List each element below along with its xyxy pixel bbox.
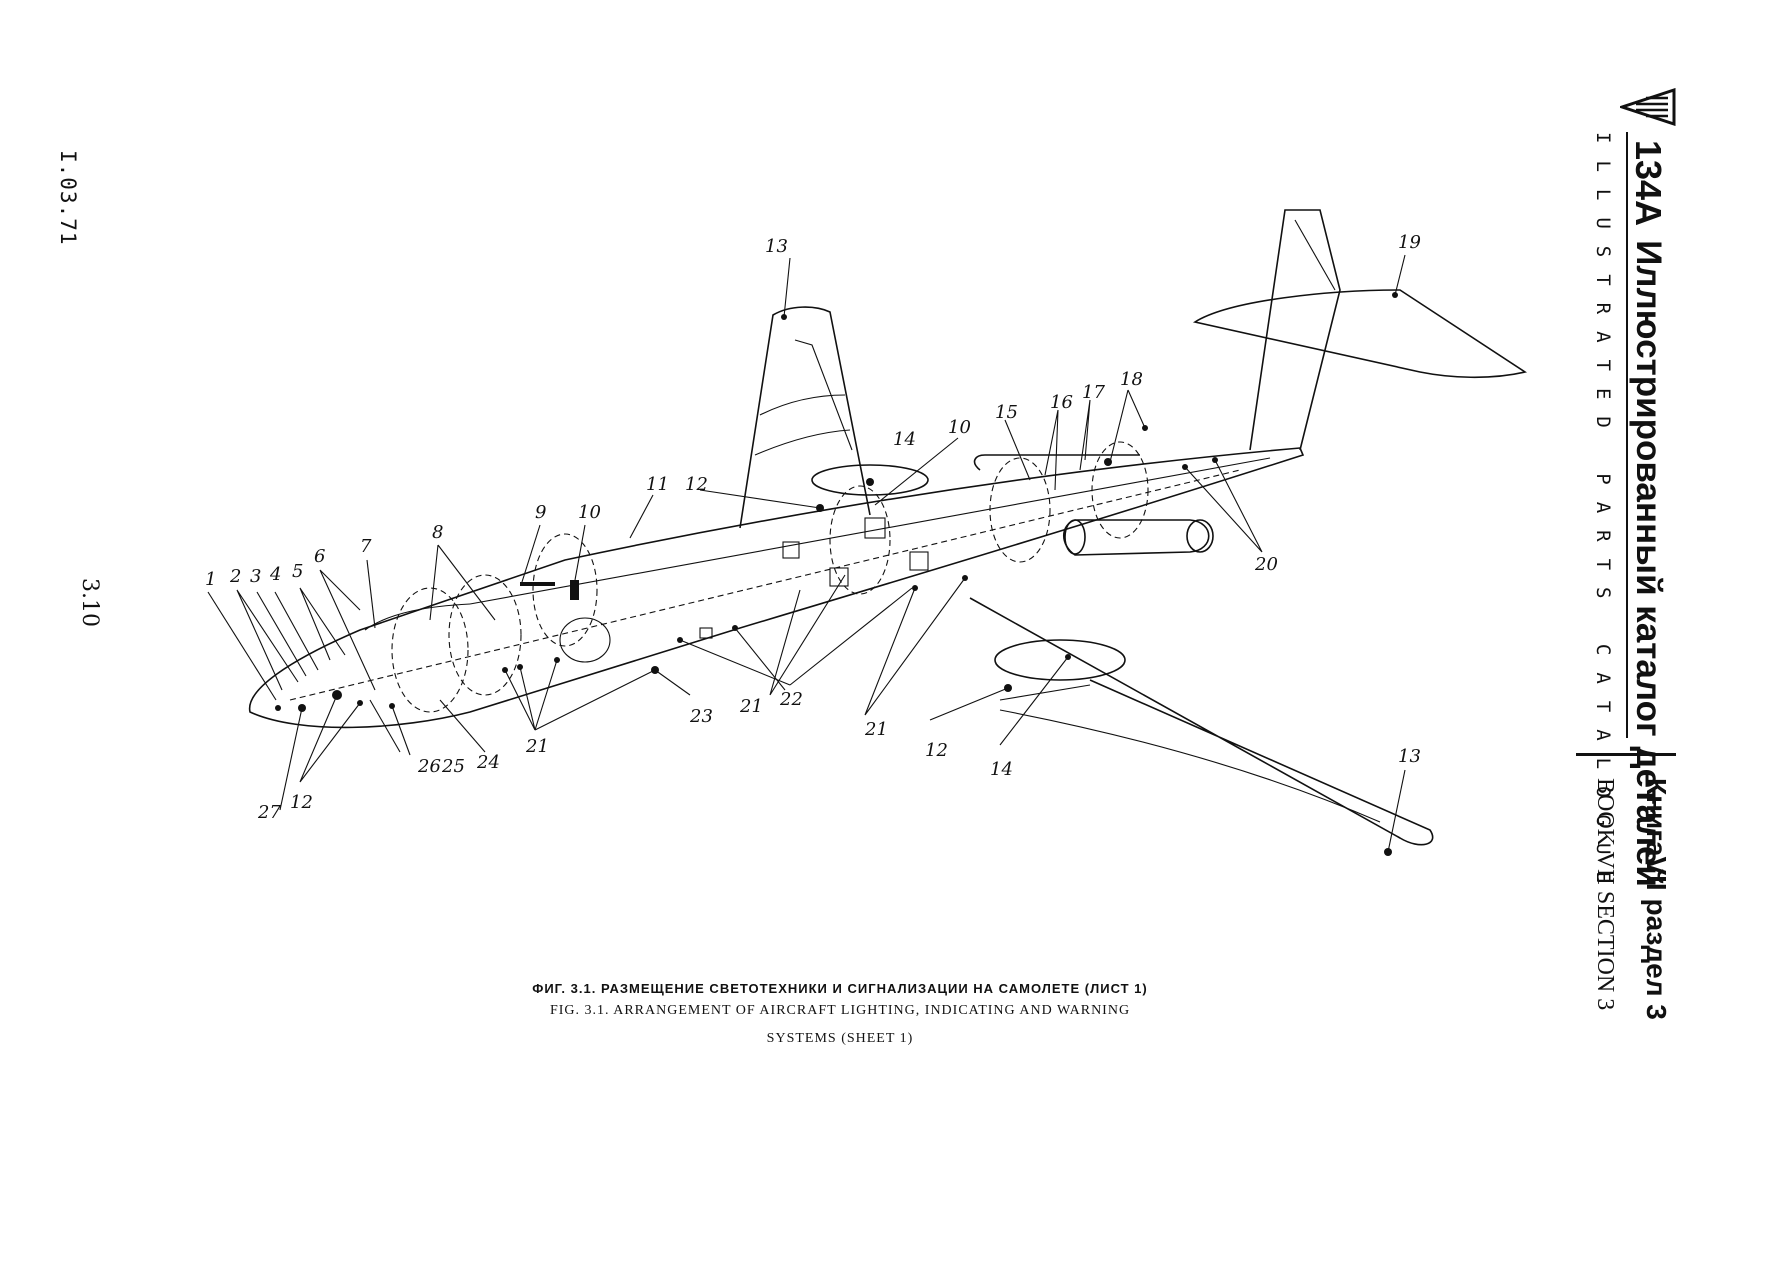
callout-17: 17 (1082, 382, 1105, 403)
interior-frames (391, 441, 1149, 713)
callout-13-lower: 13 (1398, 746, 1421, 767)
callout-21-aft: 21 (864, 719, 888, 740)
callout-11: 11 (646, 474, 669, 495)
callout-15: 15 (995, 402, 1018, 423)
lower-wing (969, 597, 1434, 846)
callout-14-lower: 14 (990, 759, 1013, 780)
fuselage (248, 447, 1305, 729)
callout-18: 18 (1120, 369, 1143, 390)
callout-6: 6 (314, 546, 325, 567)
callout-24: 24 (476, 752, 500, 773)
upper-wing (739, 306, 929, 529)
callout-4: 4 (269, 564, 281, 585)
callout-26: 26 (417, 756, 441, 777)
callout-19: 19 (1398, 232, 1421, 253)
callout-23: 23 (689, 706, 713, 727)
callout-12-nose: 12 (290, 792, 313, 813)
callout-14-upper: 14 (893, 429, 916, 450)
callout-27: 27 (257, 802, 281, 823)
caption-en-1: FIG. 3.1. ARRANGEMENT OF AIRCRAFT LIGHTI… (549, 1003, 1131, 1018)
triangle-logo-icon (1620, 88, 1676, 126)
engines (973, 454, 1214, 556)
caption-en-2: SYSTEMS (SHEET 1) (766, 1031, 914, 1046)
caption-ru: ФИГ. 3.1. РАЗМЕЩЕНИЕ СВЕТОТЕХНИКИ И СИГН… (532, 981, 1148, 996)
callout-25: 25 (441, 756, 465, 777)
callout-1: 1 (205, 569, 216, 590)
callout-9: 9 (535, 502, 546, 523)
callout-21-mid: 21 (739, 696, 763, 717)
callout-22: 22 (779, 689, 803, 710)
callout-5: 5 (292, 561, 303, 582)
catalogue-header: 134A Иллюстрированный каталог деталей IL… (1526, 88, 1676, 1020)
callout-7: 7 (360, 536, 372, 557)
callout-20: 20 (1254, 554, 1278, 575)
leader-lines (207, 254, 1406, 853)
callout-12-lower: 12 (925, 740, 948, 761)
callout-8: 8 (432, 522, 443, 543)
callout-2: 2 (229, 566, 241, 587)
callout-labels: 1 2 3 4 5 6 7 8 9 10 11 12 13 14 10 15 1… (205, 232, 1421, 823)
figure-caption: ФИГ. 3.1. РАЗМЕЩЕНИЕ СВЕТОТЕХНИКИ И СИГН… (390, 978, 1290, 1050)
callout-13-upper: 13 (765, 236, 788, 257)
callout-10-aft: 10 (948, 417, 971, 438)
callout-12-upper: 12 (685, 474, 708, 495)
callout-10-fwd: 10 (578, 502, 601, 523)
tail-fin (1192, 209, 1528, 451)
callout-16: 16 (1050, 392, 1073, 413)
callout-21-fwd: 21 (525, 736, 549, 757)
callout-3: 3 (250, 566, 261, 587)
